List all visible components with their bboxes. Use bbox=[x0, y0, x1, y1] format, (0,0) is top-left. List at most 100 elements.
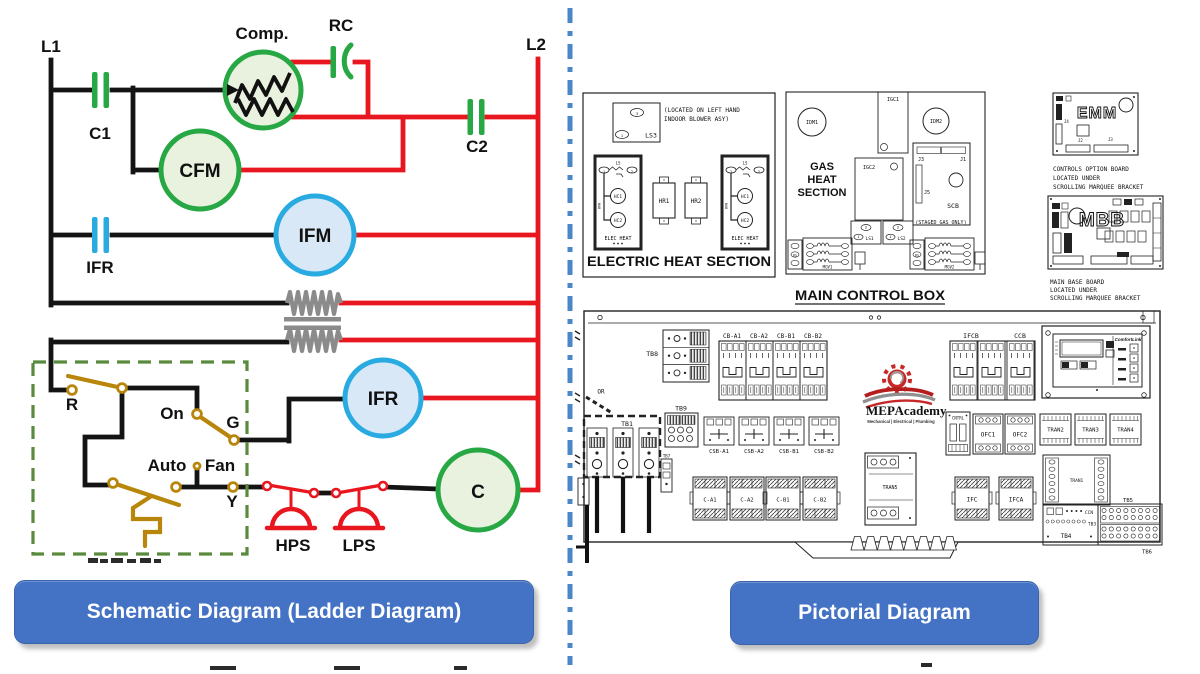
label-tb3: TB3 bbox=[1088, 522, 1096, 528]
label-c-coil: C bbox=[471, 482, 485, 503]
label-ls-right: LS bbox=[743, 161, 748, 166]
thermostat-switches bbox=[65, 373, 236, 549]
label-hc1-right: HC1 bbox=[741, 194, 749, 200]
label-tran5: TRAN5 bbox=[882, 485, 897, 491]
label-tran4: TRAN4 bbox=[1117, 428, 1134, 434]
label-cfm: CFM bbox=[179, 161, 220, 182]
hu-term: 1 bbox=[603, 169, 606, 174]
label-on: On bbox=[160, 404, 184, 423]
label-csb-b2: CSB-B2 bbox=[814, 449, 834, 455]
label-elec-heat-right: ELEC HEAT bbox=[731, 236, 758, 242]
label-ifm: IFM bbox=[299, 226, 332, 247]
label-j1-scb: J1 bbox=[960, 157, 966, 163]
cob-note-2: LOCATED UNDER bbox=[1053, 175, 1100, 182]
label-idm1: IDM1 bbox=[806, 120, 818, 126]
label-fan: Fan bbox=[205, 456, 235, 475]
pictorial-caption-button[interactable]: Pictorial Diagram bbox=[730, 581, 1039, 645]
label-j3-scb: J3 bbox=[918, 157, 924, 163]
cob-note-3: SCROLLING MARQUEE BRACKET bbox=[1053, 184, 1144, 191]
mbb-note-2: LOCATED UNDER bbox=[1050, 287, 1097, 294]
mbb-board: MBB bbox=[1047, 195, 1164, 270]
label-lps: LPS bbox=[342, 536, 375, 555]
label-cntrl: CNTRL bbox=[952, 416, 965, 421]
label-csb-b1: CSB-B1 bbox=[779, 449, 799, 455]
label-c-a1: C-A1 bbox=[703, 498, 716, 504]
ehs-note-line1: (LOCATED ON LEFT HAND bbox=[664, 107, 740, 114]
label-tb4: TB4 bbox=[1061, 533, 1072, 540]
label-brn-left: BRN bbox=[598, 203, 602, 209]
ls-term: 2 bbox=[897, 225, 899, 230]
label-j2: J2 bbox=[1078, 138, 1083, 143]
c1-capacitor-symbol bbox=[92, 72, 109, 108]
cropped-text-remnants bbox=[88, 558, 932, 670]
label-tb8: TB8 bbox=[646, 350, 658, 358]
scrolling-marquee-display: ComfortLink bbox=[1041, 325, 1151, 399]
label-hc2-right: HC2 bbox=[741, 218, 749, 224]
ifr-contact-symbol bbox=[92, 217, 109, 253]
label-csb-a1: CSB-A1 bbox=[709, 449, 729, 455]
gas-title-3: SECTION bbox=[798, 187, 847, 199]
label-r: R bbox=[66, 395, 78, 414]
gear-icon bbox=[882, 364, 912, 394]
label-tran1: TRAN1 bbox=[1070, 478, 1084, 484]
label-rs-2: RS bbox=[915, 253, 919, 257]
label-hps: HPS bbox=[276, 536, 311, 555]
main-control-box: TB8 CB-A1 CB-A2 CB-B1 CB-B2 IFCB CCB bbox=[574, 310, 1163, 563]
ls-term: 1 bbox=[857, 234, 860, 239]
label-tran3: TRAN3 bbox=[1082, 428, 1099, 434]
label-c-a2: C-A2 bbox=[740, 498, 753, 504]
label-csb-a2: CSB-A2 bbox=[744, 449, 764, 455]
thermostat-box bbox=[31, 360, 249, 556]
label-brn-right: BRN bbox=[725, 203, 729, 209]
label-ifcb: IFCB bbox=[963, 332, 979, 340]
label-ls-left: LS bbox=[616, 161, 621, 166]
label-l2: L2 bbox=[526, 35, 546, 54]
gas-heat-section: IDM1 IGC1 IDM2 IGC2 GAS HEAT SECTION J3 … bbox=[785, 91, 986, 275]
label-ifca: IFCA bbox=[1009, 497, 1024, 504]
label-igc2: IGC2 bbox=[863, 165, 875, 171]
gas-title-1: GAS bbox=[810, 161, 834, 173]
hu-term: 2 bbox=[758, 169, 760, 174]
mbb-note-1: MAIN BASE BOARD bbox=[1050, 279, 1105, 286]
label-auto: Auto bbox=[148, 456, 187, 475]
c-contactor-coil-symbol bbox=[435, 447, 521, 533]
label-ofc2: OFC2 bbox=[1013, 432, 1028, 439]
logo-academy: Academy bbox=[895, 403, 947, 418]
ls-term: 2 bbox=[865, 225, 867, 230]
label-ifr-coil: IFR bbox=[368, 389, 399, 410]
emm-board: EMM J4 J2 J3 bbox=[1052, 92, 1139, 156]
label-mbb: MBB bbox=[1079, 210, 1125, 231]
label-tb1: TB1 bbox=[621, 420, 633, 428]
thermostat-terminals bbox=[66, 382, 240, 493]
label-ccb: CCB bbox=[1014, 332, 1026, 340]
label-staged-gas: (STAGED GAS ONLY) bbox=[915, 220, 966, 226]
label-hr1: HR1 bbox=[659, 198, 670, 205]
label-cb-b1: CB-B1 bbox=[777, 333, 795, 340]
ifm-motor-symbol bbox=[273, 193, 357, 277]
pictorial-caption-label: Pictorial Diagram bbox=[798, 601, 971, 624]
mep-academy-logo: MEP Academy Mechanical | Electrical | Pl… bbox=[862, 364, 947, 424]
electric-heat-title: ELECTRIC HEAT SECTION bbox=[587, 254, 771, 269]
main-control-box-title: MAIN CONTROL BOX bbox=[795, 288, 945, 303]
label-tb6: TB6 bbox=[1142, 550, 1152, 556]
label-tb9: TB9 bbox=[675, 405, 687, 413]
label-j4: J4 bbox=[1064, 119, 1069, 124]
cfm-motor-symbol bbox=[158, 128, 242, 212]
label-hc2-left: HC2 bbox=[614, 218, 622, 224]
label-y: Y bbox=[226, 492, 238, 511]
label-comp: Comp. bbox=[236, 24, 289, 43]
label-ls1: LS1 bbox=[866, 236, 874, 242]
label-j3-emm: J3 bbox=[1108, 137, 1113, 142]
hu-term: 1 bbox=[730, 169, 733, 174]
schematic-caption-button[interactable]: Schematic Diagram (Ladder Diagram) bbox=[14, 580, 534, 644]
label-tb7: TB7 bbox=[663, 454, 671, 459]
label-emm: EMM bbox=[1077, 105, 1117, 122]
label-mgv1: MGV1 bbox=[823, 265, 833, 270]
schematic-caption-label: Schematic Diagram (Ladder Diagram) bbox=[86, 600, 462, 623]
transformer-symbol bbox=[284, 289, 343, 354]
schematic-diagram: L1 C1 Comp. RC L2 C2 IFR CFM IFM IFR C R… bbox=[31, 16, 546, 556]
ls3-terminal-1: 1 bbox=[621, 133, 624, 138]
label-c1: C1 bbox=[89, 124, 111, 143]
